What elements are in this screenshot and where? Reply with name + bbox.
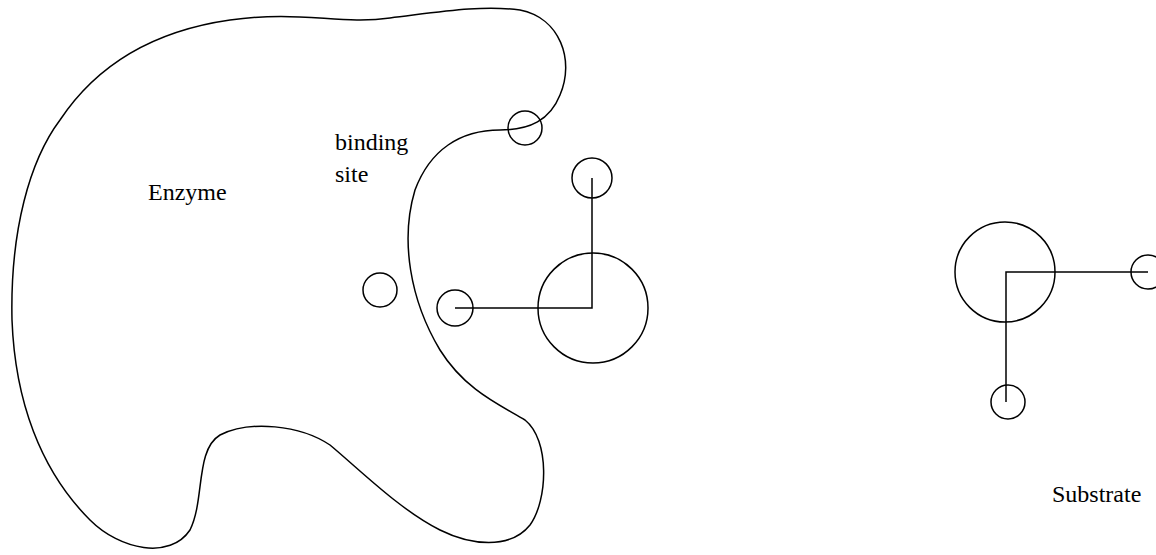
bond-line	[1006, 272, 1148, 402]
substrate-core	[955, 222, 1055, 322]
enzyme-name: Enzyme	[148, 176, 227, 208]
bond-line	[455, 178, 592, 308]
enzyme-blob: Enzyme binding site	[0, 0, 600, 555]
substrate-label: Substrate	[1052, 480, 1141, 509]
substrate-atom	[1131, 255, 1156, 289]
enzyme-atom	[363, 273, 397, 307]
enzyme-atom	[508, 111, 542, 145]
substrate-atom	[991, 385, 1025, 419]
substrate-core	[538, 253, 648, 363]
enzyme-outline-path	[12, 8, 566, 548]
binding-site-label: binding site	[335, 126, 430, 191]
substrate-atom	[572, 158, 612, 198]
substrate-atom	[437, 290, 473, 326]
enzyme-outline	[0, 0, 600, 555]
